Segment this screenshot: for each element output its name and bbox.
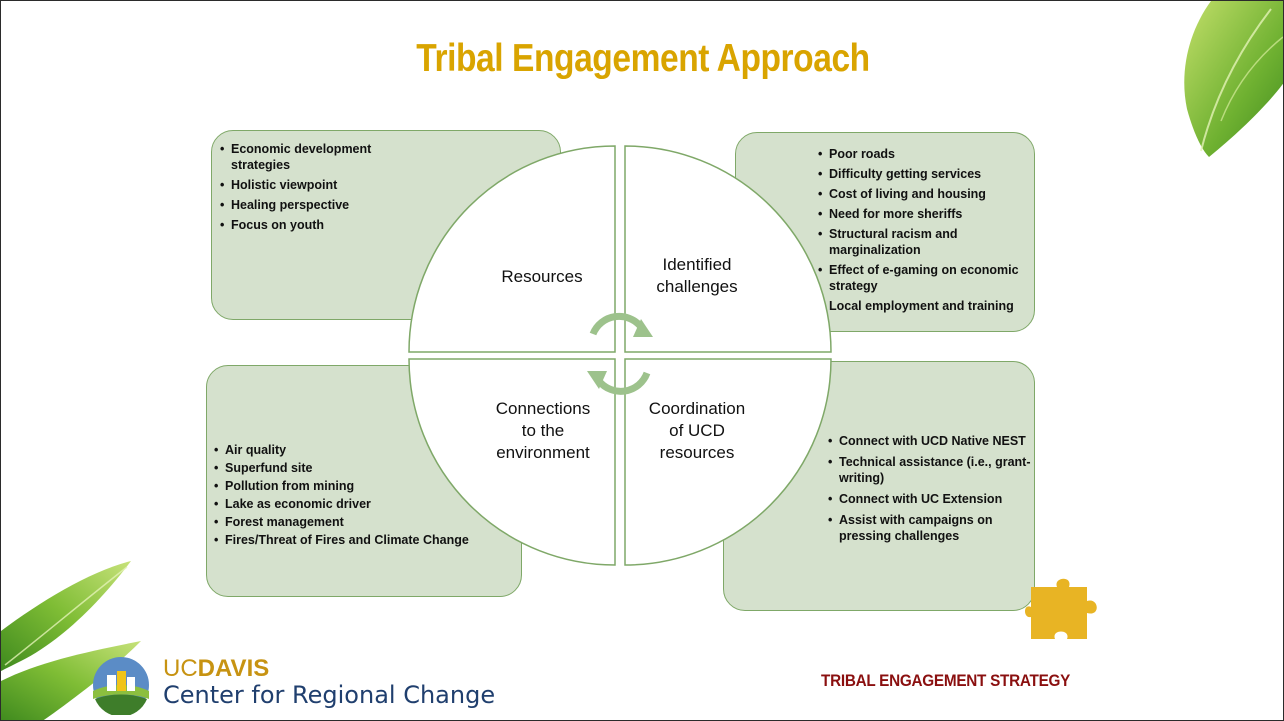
coordination-label-line3: resources	[659, 443, 735, 462]
connections-label-line3: environment	[496, 443, 590, 462]
quadrant-label-connections: Connections to the environment	[479, 398, 607, 464]
challenges-label-line1: Identified	[662, 255, 732, 274]
list-item: Cost of living and housing	[818, 186, 1033, 202]
connections-label-line1: Connections	[495, 399, 591, 418]
puzzle-piece-icon	[1025, 578, 1097, 639]
resources-list: Economic development strategies Holistic…	[220, 141, 400, 237]
quadrant-coordination	[624, 358, 832, 566]
leaf-bottom-left-icon	[1, 561, 141, 720]
list-item: Connect with UCD Native NEST	[828, 433, 1033, 449]
list-item: Air quality	[214, 442, 514, 458]
quadrant-label-challenges: Identified challenges	[637, 254, 757, 298]
quadrant-label-coordination: Coordination of UCD resources	[629, 398, 765, 464]
resources-label-text: Resources	[501, 267, 583, 286]
list-item: Forest management	[214, 514, 514, 530]
slide-title: Tribal Engagement Approach	[416, 37, 870, 80]
list-item: Difficulty getting services	[818, 166, 1033, 182]
coordination-list: Connect with UCD Native NEST Technical a…	[828, 433, 1033, 549]
list-item: Connect with UC Extension	[828, 491, 1033, 507]
list-item: Superfund site	[214, 460, 514, 476]
list-item: Lake as economic driver	[214, 496, 514, 512]
challenges-label-line2: challenges	[656, 277, 738, 296]
quadrant-challenges	[624, 145, 832, 353]
list-item: Holistic viewpoint	[220, 177, 400, 193]
list-item: Fires/Threat of Fires and Climate Change	[214, 532, 514, 548]
list-item: Structural racism and marginalization	[818, 226, 1033, 258]
list-item: Need for more sheriffs	[818, 206, 1033, 222]
ucdavis-building-logo-icon	[93, 657, 149, 715]
cycle-arrows-icon	[589, 312, 651, 395]
logo-center-name: Center for Regional Change	[163, 681, 496, 709]
connections-list: Air quality Superfund site Pollution fro…	[214, 442, 514, 550]
coordination-label-line2: of UCD	[669, 421, 725, 440]
quadrant-label-resources: Resources	[487, 266, 597, 288]
list-item: Poor roads	[818, 146, 1033, 162]
logo-davis-text: DAVIS	[197, 655, 270, 682]
list-item: Effect of e-gaming on economic strategy	[818, 262, 1033, 294]
list-item: Pollution from mining	[214, 478, 514, 494]
connections-label-line2: to the	[521, 421, 565, 440]
coordination-label-line1: Coordination	[648, 399, 746, 418]
list-item: Assist with campaigns on pressing challe…	[828, 512, 1033, 544]
footer-title: TRIBAL ENGAGEMENT STRATEGY	[821, 671, 1071, 690]
list-item: Technical assistance (i.e., grant-writin…	[828, 454, 1033, 486]
logo-uc-text: UC	[163, 655, 198, 682]
challenges-list: Poor roads Difficulty getting services C…	[818, 146, 1033, 318]
logo-ucdavis: UCDAVIS	[163, 655, 269, 683]
list-item: Healing perspective	[220, 197, 400, 213]
quadrant-connections	[408, 358, 616, 566]
quadrant-resources	[408, 145, 616, 353]
list-item: Economic development strategies	[220, 141, 400, 173]
list-item: Focus on youth	[220, 217, 400, 233]
leaf-top-right-icon	[1184, 1, 1283, 157]
